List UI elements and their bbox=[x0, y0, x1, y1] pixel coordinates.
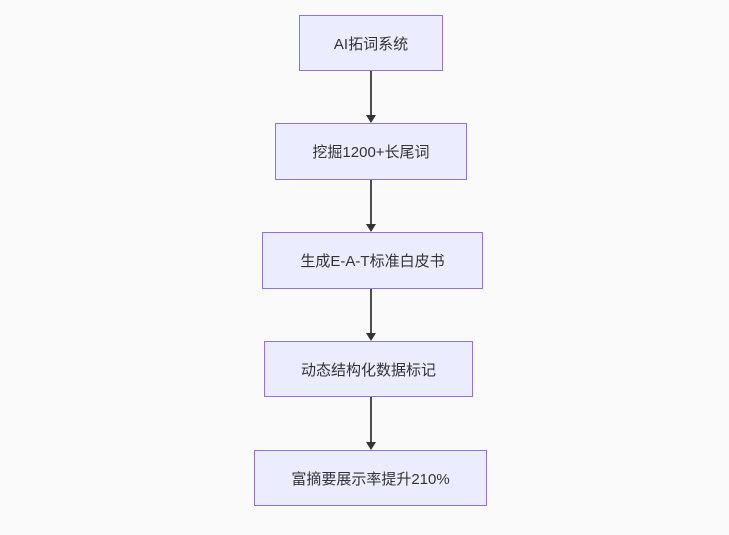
flow-node-structured-data-markup: 动态结构化数据标记 bbox=[264, 341, 473, 397]
arrowhead-down-icon bbox=[366, 442, 376, 450]
flow-arrow bbox=[365, 71, 377, 123]
flow-node-rich-snippet-result: 富摘要展示率提升210% bbox=[254, 450, 487, 506]
flow-arrow bbox=[365, 180, 377, 232]
arrow-shaft bbox=[370, 180, 372, 224]
arrowhead-down-icon bbox=[366, 115, 376, 123]
flow-node-longtail-mining: 挖掘1200+长尾词 bbox=[275, 123, 467, 180]
arrow-shaft bbox=[370, 397, 372, 442]
arrow-shaft bbox=[370, 71, 372, 115]
arrowhead-down-icon bbox=[366, 333, 376, 341]
flow-arrow bbox=[365, 289, 377, 341]
arrowhead-down-icon bbox=[366, 224, 376, 232]
flow-node-label: 生成E-A-T标准白皮书 bbox=[300, 253, 445, 270]
flow-node-ai-word-expansion: AI拓词系统 bbox=[299, 15, 443, 71]
arrow-shaft bbox=[370, 289, 372, 333]
flow-node-eat-whitepaper: 生成E-A-T标准白皮书 bbox=[262, 232, 483, 289]
flow-node-label: 挖掘1200+长尾词 bbox=[312, 144, 430, 161]
flow-node-label: AI拓词系统 bbox=[333, 35, 409, 53]
flow-arrow bbox=[365, 397, 377, 450]
flow-node-label: 动态结构化数据标记 bbox=[300, 361, 436, 379]
flow-node-label: 富摘要展示率提升210% bbox=[291, 470, 450, 488]
